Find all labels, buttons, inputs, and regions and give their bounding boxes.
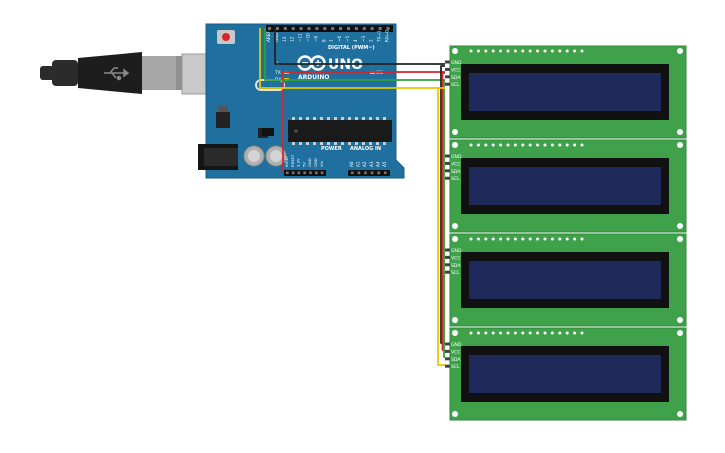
capacitor-2 [265,145,287,167]
atmega-chip [288,120,392,142]
usb-icon [104,67,130,81]
lcd-pin-label: SDA [451,263,461,269]
power-jack[interactable] [198,144,238,170]
digital-header-label: DIGITAL (PWM~) [328,45,375,51]
mounting-hole [452,142,458,148]
analog-header-label: ANALOG IN [350,146,381,152]
lcd-pin-label: GND [451,154,462,160]
chain-wire-scl[interactable] [437,87,445,366]
mounting-hole [677,48,683,54]
analog-pin-label: A4 [375,161,380,167]
mounting-hole [677,411,683,417]
lcd-pin-label: GND [451,60,462,66]
lcd-screen [469,261,661,299]
power-pin-label: 3.3V [296,158,301,167]
lcd-pin-label: VCC [451,161,461,167]
analog-pin-label: A0 [349,161,354,167]
arduino-logo [297,55,326,71]
digital-pin-label: GND [274,32,279,42]
lcd-screen [469,73,661,111]
lcd-pin-label: GND [451,248,462,254]
digital-pin-label: 4 [353,39,358,42]
digital-pin-label: ~10 [306,33,311,42]
chip-legs [292,117,386,145]
digital-pin-label: ~11 [298,33,303,42]
mounting-hole [452,330,458,336]
lcd-screen [469,167,661,205]
power-pin-label: Vin [319,160,324,167]
wire-gnd[interactable] [274,28,445,65]
lcd-pin-label: VCC [451,349,461,355]
chain-wire-sda[interactable] [443,79,445,358]
analog-pin-label: A2 [362,161,367,167]
mounting-hole [452,223,458,229]
mounting-hole [452,48,458,54]
wire-sda[interactable] [264,28,445,81]
mounting-hole [452,317,458,323]
lcd-pin-label: SDA [451,357,461,363]
lcd-pin-label: SDA [451,75,461,81]
power-header-label: POWER [321,146,342,152]
lcd-pin-label: SCL [451,364,460,370]
mounting-hole [677,330,683,336]
analog-pin-label: A3 [369,161,374,167]
power-pin-label: IOREF [284,156,289,167]
mounting-hole [677,223,683,229]
wires [259,28,445,366]
voltage-regulator [216,106,230,128]
led-label-tx: TX [274,70,281,76]
lcd-pin-label: GND [451,342,462,348]
board-brand: ARDUINO [298,74,329,81]
lcd-screen [469,355,661,393]
wire-vcc[interactable] [282,71,445,171]
lcd-pin-label: SDA [451,169,461,175]
analog-pin-label: A1 [356,161,361,167]
digital-pin-label: 8 [321,39,326,42]
mounting-hole [452,236,458,242]
digital-pin-label: 2 [369,39,374,42]
lcd-pin-label: SCL [451,176,460,182]
capacitor-1 [243,145,265,167]
lcd-pin-label: SCL [451,270,460,276]
led-label-on: ON [376,70,383,76]
digital-pin-label: AREF [266,31,271,42]
mounting-hole [452,411,458,417]
power-pin-label: RESET [290,154,295,167]
mounting-hole [677,142,683,148]
digital-pin-label: ~9 [313,35,318,42]
digital-pin-label: 7 [329,39,334,42]
digital-pin-label: ~6 [337,35,342,42]
mounting-hole [677,236,683,242]
icsp-header [262,128,274,136]
lcd-pin-label: SCL [451,82,460,88]
power-pin-label: GND [313,158,318,167]
mounting-hole [677,317,683,323]
digital-pin-label: 12 [290,36,295,42]
digital-pin-label: RX←0 [385,30,390,42]
analog-pin-label: A5 [382,161,387,167]
mounting-hole [452,129,458,135]
lcd-pin-label: VCC [451,255,461,261]
digital-pin-label: ~3 [361,35,366,42]
digital-pin-label: TX→1 [377,30,382,43]
board-model: UNO [328,57,363,73]
lcd-pin-label: VCC [451,67,461,73]
mounting-hole [677,129,683,135]
power-pin-label: 5V [301,162,306,167]
digital-pin-label: 13 [282,36,287,42]
power-pin-label: GND [307,158,312,167]
digital-pin-label: ~5 [345,35,350,42]
wire-scl[interactable] [259,28,445,89]
